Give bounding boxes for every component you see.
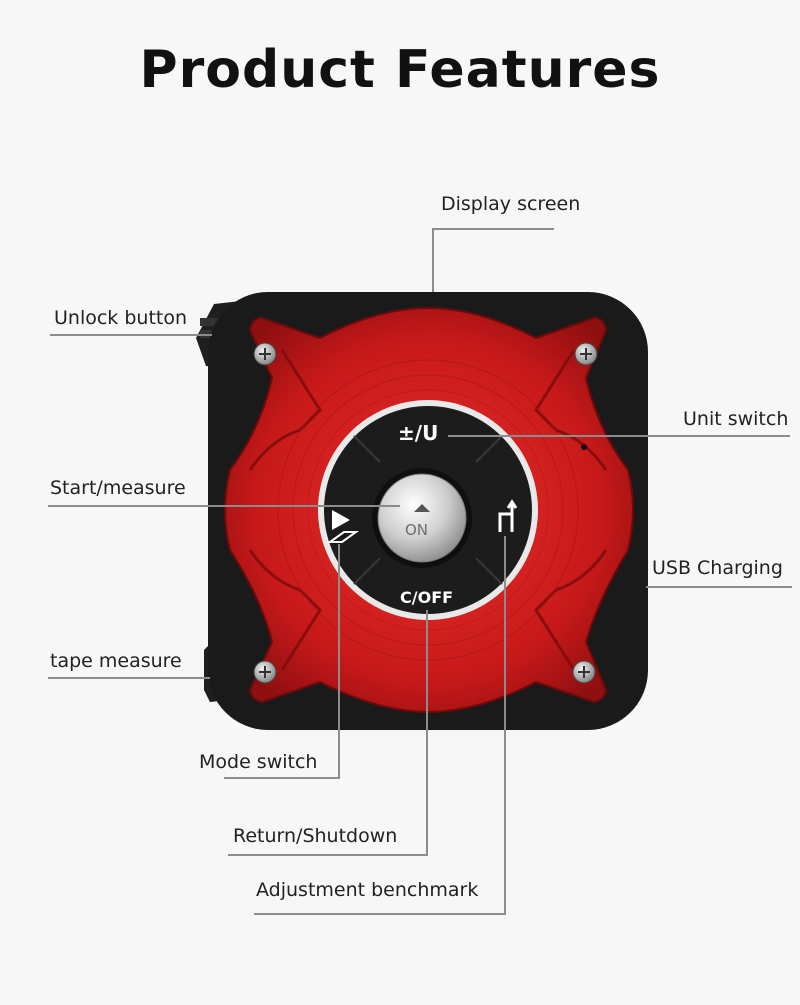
label-return-shutdown: Return/Shutdown xyxy=(233,825,398,847)
label-usb-charging: USB Charging xyxy=(652,557,783,579)
leader-line xyxy=(228,854,428,856)
leader-line xyxy=(50,334,212,336)
on-button-label: ON xyxy=(405,521,429,539)
screw-icon xyxy=(253,660,277,684)
mode-switch-icon[interactable] xyxy=(326,510,360,543)
leader-line xyxy=(338,544,340,779)
leader-line xyxy=(432,228,554,230)
page-title: Product Features xyxy=(139,40,661,100)
leader-line xyxy=(646,586,792,588)
label-display-screen: Display screen xyxy=(441,193,581,215)
screw-icon xyxy=(574,342,598,366)
label-mode-switch: Mode switch xyxy=(199,751,318,773)
control-ring-dividers xyxy=(353,435,503,585)
leader-line xyxy=(48,677,210,679)
label-tape-measure: tape measure xyxy=(50,650,182,672)
label-start-measure: Start/measure xyxy=(50,477,186,499)
leader-line xyxy=(426,610,428,856)
screw-icon xyxy=(572,660,596,684)
label-unlock-button: Unlock button xyxy=(54,307,188,329)
leader-line xyxy=(48,505,400,507)
leader-line xyxy=(504,536,506,915)
leader-line xyxy=(224,777,340,779)
clear-off-button-label[interactable]: C/OFF xyxy=(400,588,454,607)
leader-line xyxy=(432,228,434,292)
up-arrow-icon xyxy=(414,504,430,512)
label-unit-switch: Unit switch xyxy=(683,408,789,430)
indicator-dot xyxy=(581,444,587,450)
start-measure-button[interactable] xyxy=(377,473,467,563)
screw-icon xyxy=(253,342,277,366)
leader-line xyxy=(448,435,790,437)
label-adjustment-benchmark: Adjustment benchmark xyxy=(256,879,479,901)
unit-switch-button-label[interactable]: ±/U xyxy=(398,421,439,445)
cover-grooves xyxy=(248,349,608,671)
benchmark-icon[interactable] xyxy=(498,499,518,532)
leader-line xyxy=(254,913,506,915)
